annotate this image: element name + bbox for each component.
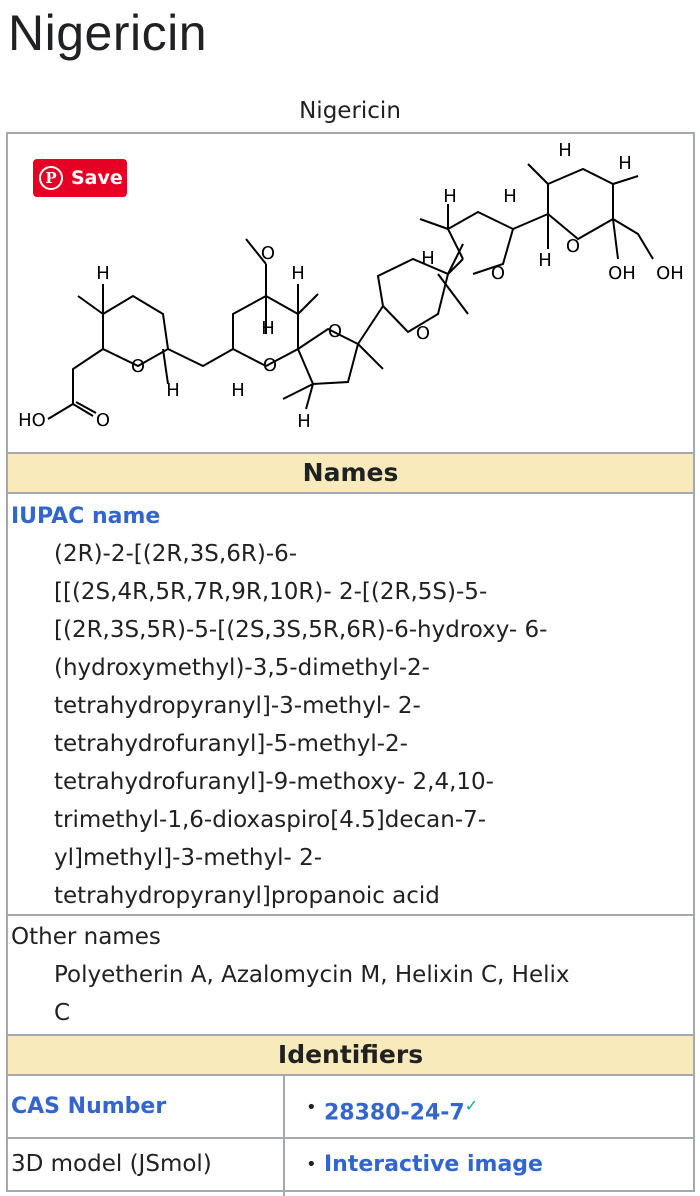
names-section-header: Names (8, 452, 693, 494)
iupac-name-value: (2R)-2-[(2R,3S,6R)-6- [[(2S,4R,5R,7R,9R,… (54, 535, 684, 915)
atom-label: H (558, 140, 572, 161)
other-names-line: Polyetherin A, Azalomycin M, Helixin C, … (54, 962, 570, 988)
page-title: Nigericin (8, 5, 208, 61)
atom-label: H (421, 248, 435, 269)
atom-label: H (297, 411, 311, 432)
iupac-line: tetrahydropyranyl]propanoic acid (54, 883, 440, 909)
atom-label: O (566, 236, 580, 257)
atom-label: OH (608, 263, 636, 284)
atom-label: H (166, 380, 180, 401)
chembox-infobox: H O H H O H H O O H O H H H O H H O H OH (6, 132, 695, 1196)
atom-label: H (96, 263, 110, 284)
iupac-name-link[interactable]: IUPAC name (11, 504, 161, 529)
cas-number-value[interactable]: 28380-24-7✓ (324, 1096, 479, 1126)
iupac-line: [(2R,3S,5R)-5-[(2S,3S,5R,6R)-6-hydroxy- … (54, 617, 548, 643)
atom-label: H (618, 153, 632, 174)
iupac-line: tetrahydrofuranyl]-5-methyl-2- (54, 731, 408, 757)
atom-label: H (261, 318, 275, 339)
cas-number-link[interactable]: CAS Number (11, 1094, 167, 1119)
atom-label: O (328, 321, 342, 342)
column-divider (283, 1076, 285, 1196)
pinterest-save-button[interactable]: P Save (33, 159, 127, 197)
row-divider (8, 914, 693, 916)
atom-label: O (263, 355, 277, 376)
iupac-line: (2R)-2-[(2R,3S,6R)-6- (54, 541, 298, 567)
pinterest-icon: P (39, 166, 63, 190)
bullet: • (306, 1097, 317, 1118)
bullet: • (306, 1154, 317, 1175)
iupac-line: [[(2S,4R,5R,7R,9R,10R)- 2-[(2R,5S)-5- (54, 579, 488, 605)
atom-label: H (443, 186, 457, 207)
atom-label: H (291, 263, 305, 284)
atom-label: O (96, 410, 110, 431)
iupac-line: (hydroxymethyl)-3,5-dimethyl-2- (54, 655, 430, 681)
iupac-line: yl]methyl]-3-methyl- 2- (54, 845, 323, 871)
save-label: Save (71, 167, 123, 189)
iupac-line: trimethyl-1,6-dioxaspiro[4.5]decan-7- (54, 807, 487, 833)
structure-image[interactable]: H O H H O H H O O H O H H H O H H O H OH (8, 134, 693, 454)
jsmol-interactive-image-link[interactable]: Interactive image (324, 1152, 543, 1177)
other-names-label: Other names (11, 924, 161, 950)
atom-label: O (261, 243, 275, 264)
row-divider (8, 1137, 693, 1139)
atom-label: H (538, 250, 552, 271)
jsmol-label: 3D model (JSmol) (11, 1151, 212, 1177)
iupac-line: tetrahydrofuranyl]-9-methoxy- 2,4,10- (54, 769, 494, 795)
verified-check-icon: ✓ (464, 1096, 479, 1115)
atom-label: H (231, 380, 245, 401)
atom-label: OH (656, 263, 684, 284)
atom-label: O (131, 356, 145, 377)
other-names-value: Polyetherin A, Azalomycin M, Helixin C, … (54, 956, 684, 1032)
infobox-caption: Nigericin (299, 98, 401, 124)
atom-label: O (491, 263, 505, 284)
atom-label: HO (18, 410, 46, 431)
atom-label: H (503, 186, 517, 207)
nigericin-structure-drawing: H O H H O H H O O H O H H H O H H O H OH (18, 140, 684, 432)
other-names-line: C (54, 1000, 71, 1026)
identifiers-section-header: Identifiers (8, 1034, 693, 1076)
iupac-line: tetrahydropyranyl]-3-methyl- 2- (54, 693, 421, 719)
atom-label: O (416, 323, 430, 344)
